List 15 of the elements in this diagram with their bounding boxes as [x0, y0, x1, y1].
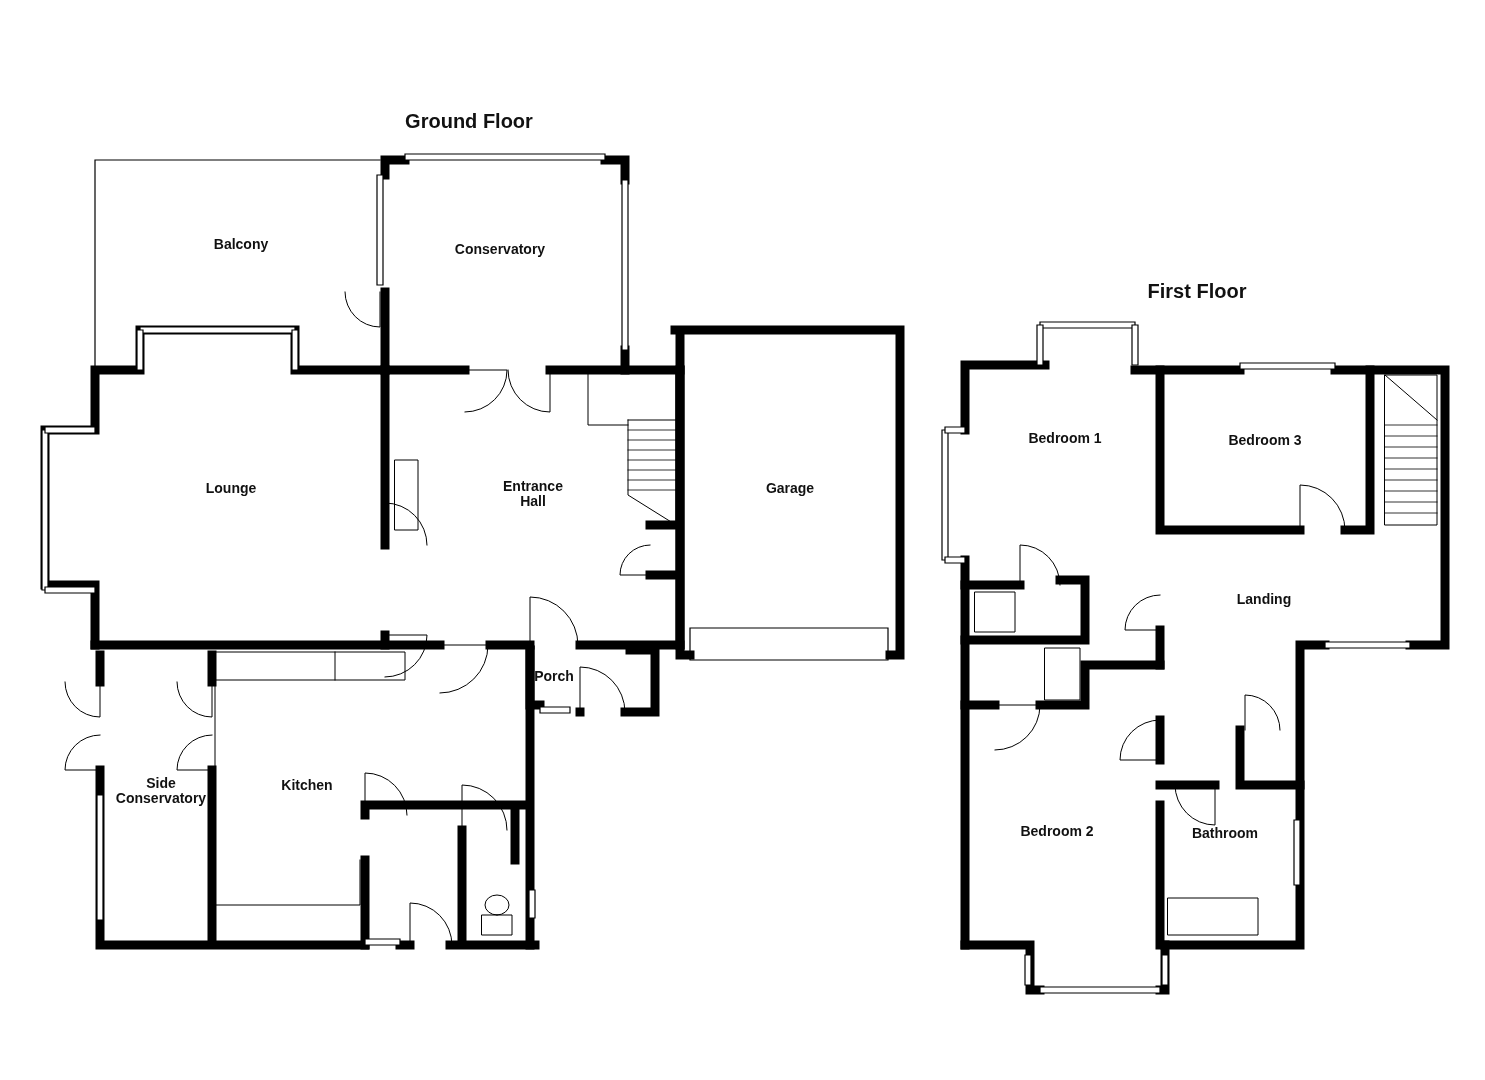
- floor-heading: First Floor: [1147, 280, 1247, 302]
- room-label: Bedroom 2: [1020, 823, 1094, 839]
- room-label: Side Conservatory: [114, 776, 208, 806]
- room-label: Porch: [534, 668, 574, 684]
- room-label: Lounge: [205, 480, 257, 496]
- room-label: Balcony: [213, 236, 269, 252]
- room-label: Bedroom 3: [1228, 432, 1302, 448]
- room-label: Conservatory: [454, 241, 546, 257]
- room-label: Bathroom: [1191, 825, 1259, 841]
- room-label: Entrance Hall: [502, 479, 564, 509]
- room-label: Garage: [765, 480, 815, 496]
- room-label: Kitchen: [281, 777, 333, 793]
- room-label: Bedroom 1: [1028, 430, 1102, 446]
- room-label: Landing: [1236, 591, 1292, 607]
- floor-heading: Ground Floor: [405, 110, 533, 132]
